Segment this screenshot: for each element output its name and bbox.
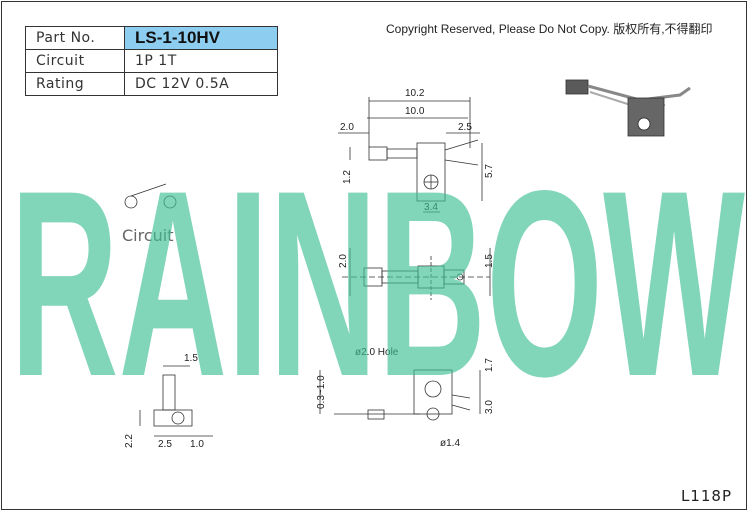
- dim-label: 3.0: [484, 400, 495, 414]
- bracket-view-drawing: [319, 369, 481, 421]
- dim-label: 1.7: [484, 358, 495, 372]
- dim-label: 1.0: [190, 439, 204, 450]
- spec-label: Circuit: [25, 49, 125, 73]
- dim-label: 1.2: [342, 170, 353, 184]
- dim-label: 10.0: [405, 106, 425, 117]
- circuit-label: Circuit: [122, 226, 174, 245]
- dim-label: 2.5: [458, 122, 472, 133]
- spec-value-rating: DC 12V 0.5A: [124, 72, 278, 96]
- dim-label: 2.0: [340, 122, 354, 133]
- dim-label: 2.2: [124, 434, 135, 448]
- dim-label: 1.5: [184, 353, 198, 364]
- dim-label: 10.2: [405, 88, 425, 99]
- middle-view-drawing: [342, 248, 491, 300]
- spec-label: Rating: [25, 72, 125, 96]
- dim-label: ø1.4: [440, 438, 460, 449]
- dim-label: 5.7: [484, 164, 495, 178]
- watermark: RAINBOW: [10, 150, 745, 400]
- copyright-notice: Copyright Reserved, Please Do Not Copy. …: [386, 22, 713, 36]
- circuit-switch-icon: [124, 183, 177, 209]
- dim-label: 2.5: [158, 439, 172, 450]
- dim-label: 2.0: [338, 254, 349, 268]
- spec-row-part-no: Part No. LS-1-10HV: [25, 26, 278, 50]
- spec-row-rating: Rating DC 12V 0.5A: [25, 72, 278, 96]
- model-code: L118P: [680, 487, 732, 505]
- dim-label: 3.4: [424, 202, 438, 213]
- top-view-drawing: [338, 97, 483, 213]
- spec-table: Part No. LS-1-10HV Circuit 1P 1T Rating …: [25, 26, 278, 96]
- dim-label: 1.5: [484, 254, 495, 268]
- hole-label: ø2.0 Hole: [355, 347, 399, 358]
- product-photo-icon: [565, 79, 691, 137]
- side-view-drawing: [139, 365, 213, 437]
- dim-label: 0.3~1.0: [316, 375, 327, 409]
- spec-value-part-no: LS-1-10HV: [124, 26, 278, 50]
- watermark-text: RAINBOW: [10, 150, 745, 400]
